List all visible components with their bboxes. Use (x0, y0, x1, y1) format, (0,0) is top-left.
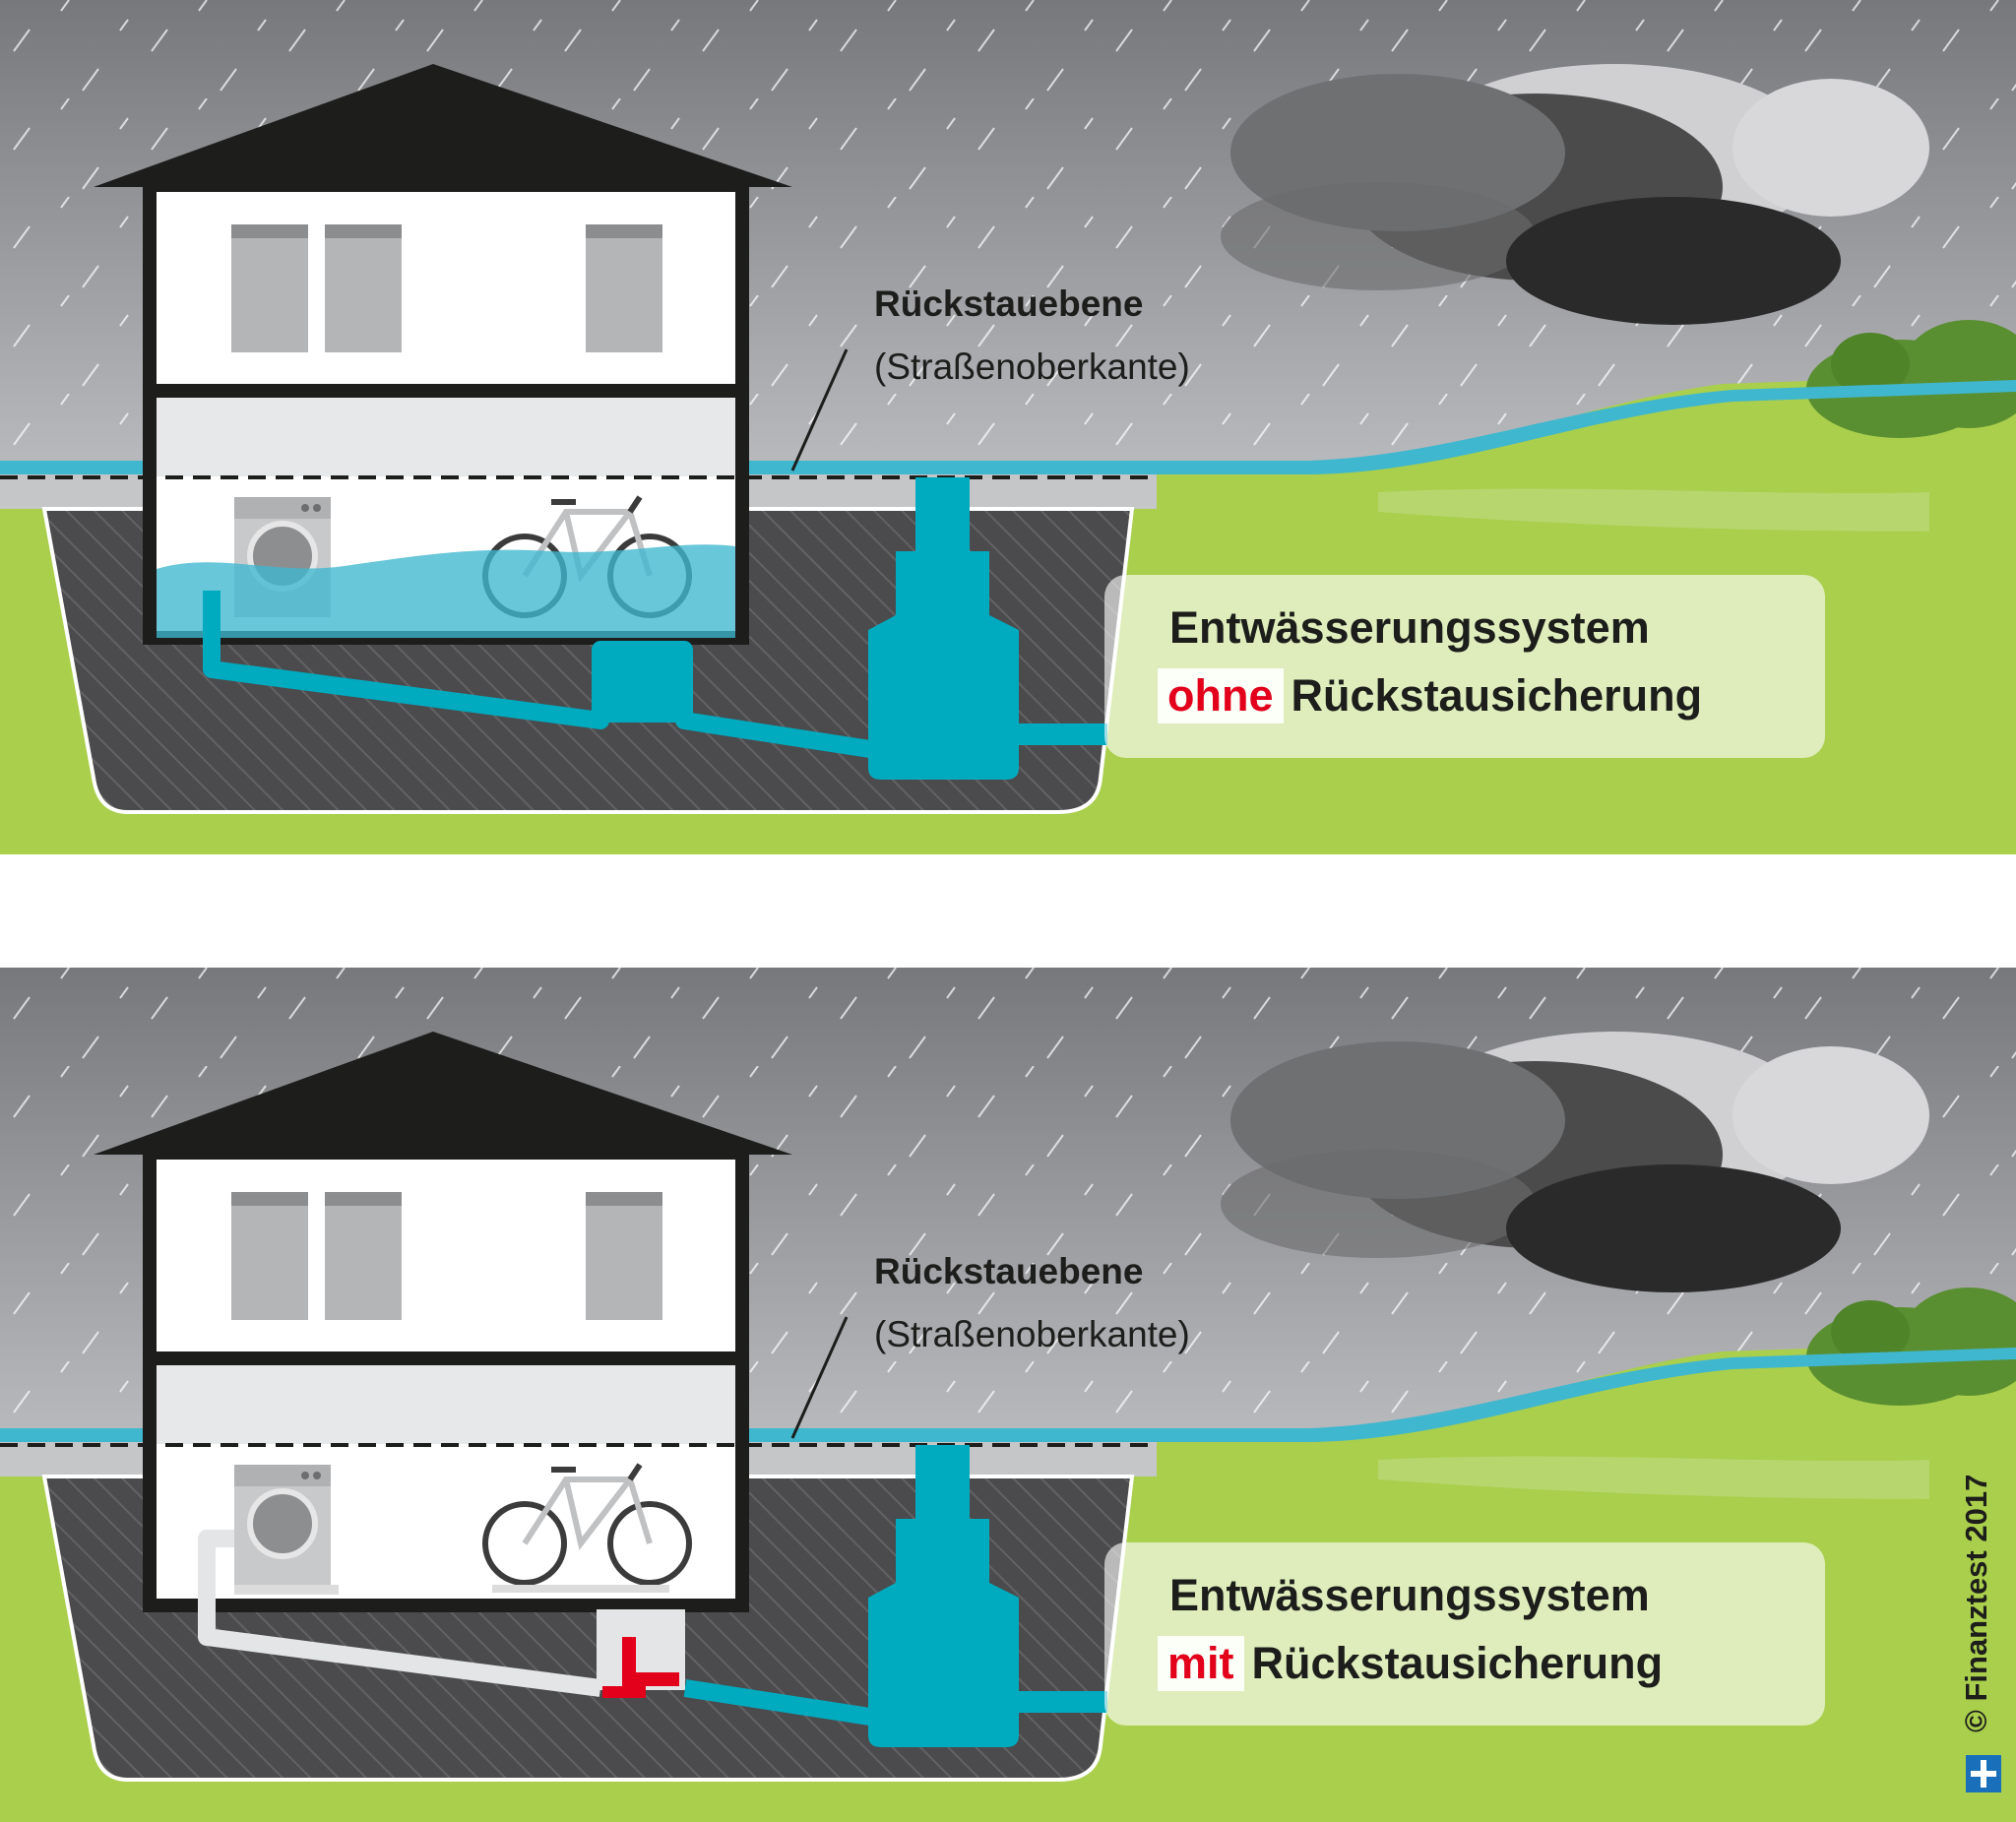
backflow-level-subtitle: (Straßenoberkante) (874, 1314, 1190, 1354)
caption-rest: Rückstausicherung (1291, 670, 1703, 721)
backflow-valve-icon (602, 1637, 679, 1698)
caption-line1: Entwässerungssystem (1169, 1570, 1650, 1620)
backflow-level-title: Rückstauebene (874, 283, 1144, 324)
caption-line1: Entwässerungssystem (1169, 602, 1650, 653)
caption-highlight: mit (1158, 1636, 1244, 1691)
scene-protected (0, 968, 2016, 1822)
backflow-level-subtitle: (Straßenoberkante) (874, 346, 1190, 387)
caption-highlight: ohne (1158, 668, 1284, 723)
cloud-icon (1221, 1032, 1929, 1292)
finanztest-logo-icon (1966, 1755, 2001, 1792)
bicycle-icon (482, 1463, 692, 1593)
panel-with-backflow-protection: Rückstauebene (Straßenoberkante) Entwäss… (0, 968, 2016, 1822)
panel-without-backflow-protection: Rückstauebene (Straßenoberkante) Entwäss… (0, 0, 2016, 854)
bush-icon (1806, 1288, 2016, 1406)
backflow-level-title: Rückstauebene (874, 1251, 1144, 1291)
copyright-credit: © Finanztest 2017 (1959, 1474, 1993, 1732)
caption-rest: Rückstausicherung (1251, 1638, 1664, 1688)
cloud-icon (1221, 64, 1929, 325)
washing-machine-icon (234, 1465, 339, 1595)
bush-icon (1806, 320, 2016, 438)
